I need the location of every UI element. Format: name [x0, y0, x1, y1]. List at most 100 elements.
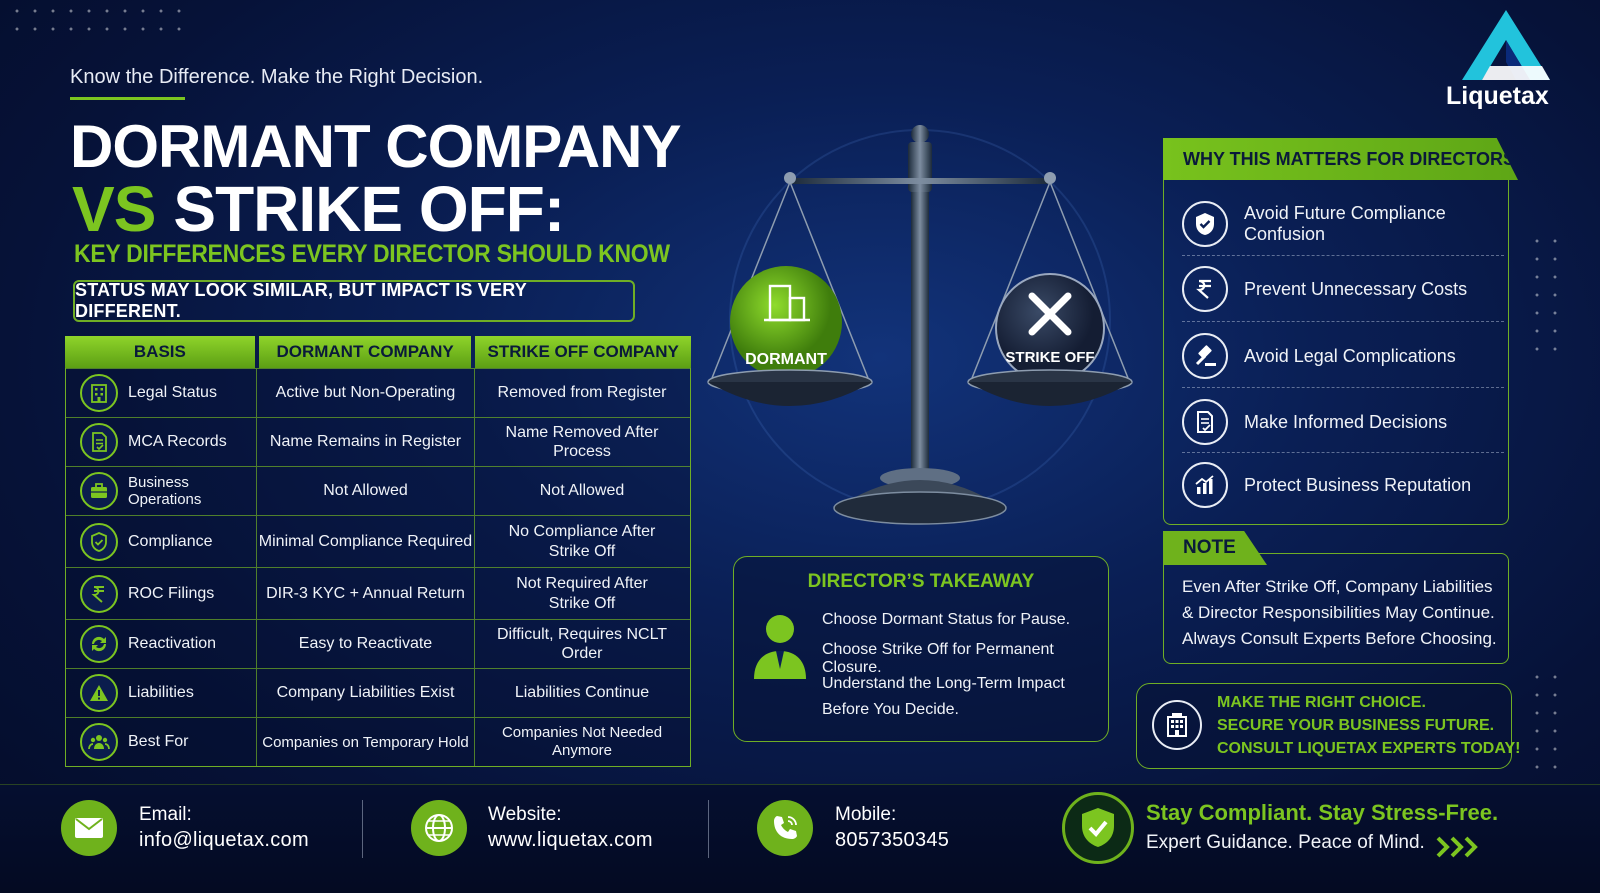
cell-dormant: Easy to Reactivate	[257, 620, 475, 668]
basis-label: Best For	[128, 733, 189, 750]
table-row: Business Operations Not Allowed Not Allo…	[66, 466, 690, 515]
cell-basis: Liabilities	[66, 669, 257, 717]
shield-icon	[80, 522, 118, 561]
header-strike-off: STRIKE OFF COMPANY	[475, 336, 691, 368]
takeaway-line: Understand the Long-Term Impact	[822, 675, 1065, 692]
why-item-label: Avoid Future Compliance Confusion	[1244, 203, 1446, 244]
table-header-row: BASIS DORMANT COMPANY STRIKE OFF COMPANY	[65, 336, 691, 368]
rupee-icon	[1182, 266, 1228, 312]
cell-strike-off: Not Allowed	[539, 482, 625, 500]
cta-line: CONSULT LIQUETAX EXPERTS TODAY!	[1217, 740, 1521, 757]
page-title-line1: DORMANT COMPANY	[70, 113, 682, 180]
cell-basis: Compliance	[66, 516, 257, 567]
why-item: Prevent Unnecessary Costs	[1182, 257, 1504, 321]
note-tab: NOTE	[1163, 531, 1267, 565]
liquetax-logo-icon	[1462, 10, 1550, 80]
cell-dormant: DIR-3 KYC + Annual Return	[257, 568, 475, 619]
basis-label: ROC Filings	[128, 584, 215, 602]
why-item-label: Protect Business Reputation	[1244, 474, 1472, 495]
cell-dormant: Active but Non-Operating	[257, 369, 475, 417]
document-icon	[80, 423, 118, 461]
cell-strike-off: Name Removed After Process	[505, 423, 659, 460]
email-icon	[61, 800, 117, 856]
title-vs: VS	[72, 173, 156, 245]
basis-label: Business Operations	[128, 474, 202, 508]
divider	[1182, 387, 1504, 388]
cell-strike-off: Not Required After Strike Off	[516, 575, 648, 612]
email-link[interactable]: info@liquetax.com	[139, 829, 309, 851]
cell-dormant: Companies on Temporary Hold	[257, 718, 475, 766]
document-check-icon	[1182, 399, 1228, 445]
divider	[1182, 452, 1504, 453]
directors-takeaway-box: DIRECTOR’S TAKEAWAY Choose Dormant Statu…	[733, 556, 1109, 742]
growth-chart-icon	[1182, 462, 1228, 508]
basis-label: MCA Records	[128, 433, 227, 450]
table-row: MCA Records Name Remains in Register Nam…	[66, 417, 690, 466]
basis-label: Liabilities	[128, 684, 194, 701]
table-row: Liabilities Company Liabilities Exist Li…	[66, 668, 690, 717]
why-item-label: Prevent Unnecessary Costs	[1244, 278, 1468, 299]
cell-dormant: Minimal Compliance Required	[257, 516, 475, 567]
basis-label: Reactivation	[128, 635, 217, 652]
note-line: & Director Responsibilities May Continue…	[1182, 603, 1495, 622]
why-item: Avoid Future Compliance Confusion	[1182, 192, 1504, 256]
why-item-label: Make Informed Decisions	[1244, 411, 1448, 432]
takeaway-line: Before You Decide.	[822, 701, 959, 718]
cell-strike-off: No Compliance After Strike Off	[508, 523, 656, 560]
director-person-icon	[754, 615, 806, 679]
takeaway-line: Choose Dormant Status for Pause.	[822, 611, 1071, 628]
website-label: Website:	[488, 804, 562, 825]
status-note-box: STATUS MAY LOOK SIMILAR, BUT IMPACT IS V…	[73, 280, 635, 322]
balance-scale-illustration: DORMANT STRIKE OFF	[707, 125, 1133, 525]
status-note-text: STATUS MAY LOOK SIMILAR, BUT IMPACT IS V…	[75, 280, 527, 321]
cell-basis: Reactivation	[66, 620, 257, 668]
why-matters-title: WHY THIS MATTERS FOR DIRECTORS	[1183, 148, 1516, 169]
building-icon	[80, 374, 118, 412]
why-item: Avoid Legal Complications	[1182, 324, 1504, 388]
tagline: Know the Difference. Make the Right Deci…	[70, 66, 484, 88]
basis-label: Legal Status	[128, 384, 217, 401]
table-row: Compliance Minimal Compliance Required N…	[66, 515, 690, 567]
scale-right-label: STRIKE OFF	[1005, 349, 1094, 366]
mobile-label: Mobile:	[835, 804, 897, 825]
gavel-icon	[1182, 333, 1228, 379]
globe-icon	[411, 800, 467, 856]
divider	[708, 800, 709, 858]
warning-icon	[80, 674, 118, 712]
cta-line: SECURE YOUR BUSINESS FUTURE.	[1217, 717, 1495, 734]
cell-basis: ROC Filings	[66, 568, 257, 619]
cell-strike-off: Difficult, Requires NCLT Order	[496, 625, 668, 662]
table-row: Legal Status Active but Non-Operating Re…	[66, 368, 690, 417]
table-row: Best For Companies on Temporary Hold Com…	[66, 717, 690, 766]
takeaway-title: DIRECTOR’S TAKEAWAY	[807, 571, 1035, 592]
people-icon	[80, 723, 118, 761]
comparison-table: BASIS DORMANT COMPANY STRIKE OFF COMPANY…	[65, 336, 691, 767]
title-strike-off: STRIKE OFF:	[173, 173, 565, 245]
table-body: Legal Status Active but Non-Operating Re…	[65, 368, 691, 767]
rupee-icon	[80, 574, 118, 613]
decorative-dot-grid	[1528, 668, 1568, 778]
header-dormant: DORMANT COMPANY	[258, 336, 472, 368]
takeaway-line: Choose Strike Off for Permanent Closure.	[822, 641, 1054, 676]
cell-basis: MCA Records	[66, 418, 257, 466]
briefcase-icon	[80, 472, 118, 510]
page-subtitle: KEY DIFFERENCES EVERY DIRECTOR SHOULD KN…	[74, 240, 670, 268]
slogan: Stay Compliant. Stay Stress-Free.	[1146, 800, 1499, 825]
divider	[1182, 321, 1504, 322]
decorative-dot-grid	[1528, 232, 1568, 362]
table-row: ROC Filings DIR-3 KYC + Annual Return No…	[66, 567, 690, 619]
header-basis: BASIS	[65, 336, 255, 368]
basis-label: Compliance	[128, 532, 213, 550]
office-building-icon	[1152, 700, 1202, 750]
cell-basis: Business Operations	[66, 467, 257, 515]
scale-left-label: DORMANT	[745, 351, 827, 368]
cell-strike-off: Removed from Register	[497, 384, 667, 402]
tagline-underline	[70, 97, 185, 100]
mobile-number[interactable]: 8057350345	[835, 829, 950, 851]
why-item-label: Avoid Legal Complications	[1244, 345, 1456, 366]
website-link[interactable]: www.liquetax.com	[488, 829, 653, 851]
table-row: Reactivation Easy to Reactivate Difficul…	[66, 619, 690, 668]
note-line: Even After Strike Off, Company Liabiliti…	[1182, 577, 1493, 596]
email-label: Email:	[139, 804, 192, 825]
